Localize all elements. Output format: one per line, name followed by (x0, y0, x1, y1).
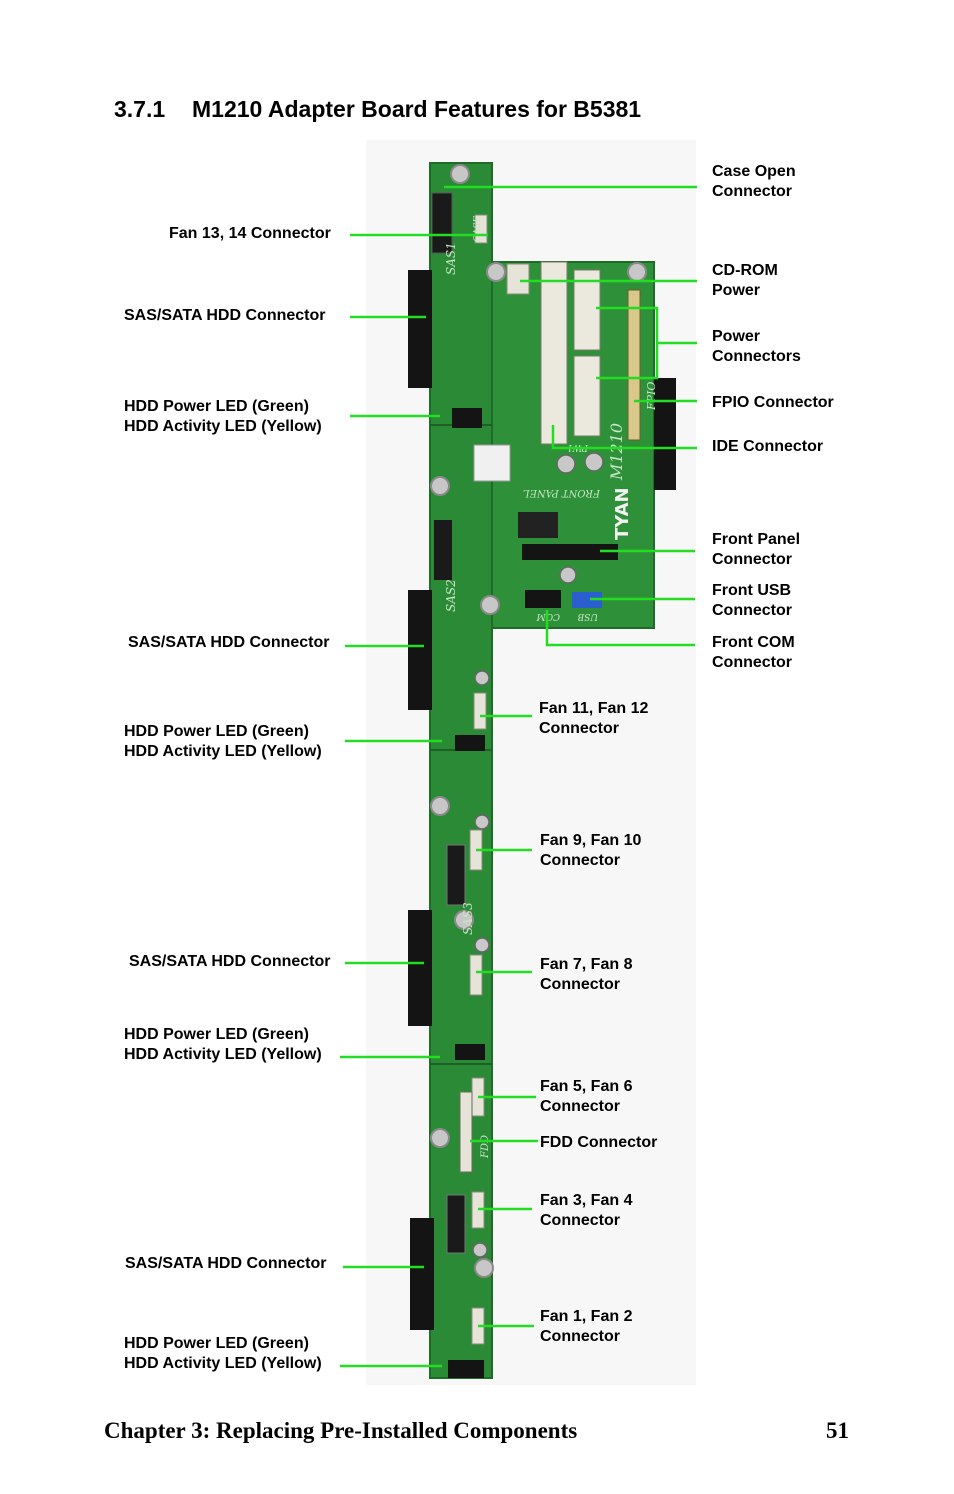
silk-case: CASE (473, 215, 483, 242)
front-com-header (525, 590, 561, 608)
power-connector-2 (573, 355, 601, 437)
silk-sas1: SAS1 (444, 242, 458, 275)
silk-front-panel: FRONT PANEL (523, 487, 601, 498)
sas-connector-1 (408, 192, 453, 388)
section-title: M1210 Adapter Board Features for B5381 (192, 96, 642, 122)
label-fpio: FPIO Connector (712, 394, 834, 411)
sas-connector-4 (410, 1194, 466, 1330)
label-ide: IDE Connector (712, 438, 824, 455)
jumper-block (473, 444, 511, 482)
front-panel-board (491, 261, 655, 629)
ide-connector (540, 261, 568, 445)
footer-chapter: Chapter 3: Replacing Pre-Installed Compo… (104, 1418, 578, 1443)
section-heading: 3.7.1 M1210 Adapter Board Features for B5… (114, 96, 641, 123)
silk-usb: USB (577, 611, 598, 621)
cdrom-power-connector (506, 263, 530, 295)
ic-chip (518, 512, 558, 538)
callout-front-com (545, 610, 695, 647)
fdd-connector (459, 1091, 473, 1173)
label-sas-2: SAS/SATA HDD Connector (128, 634, 330, 651)
label-led-3: HDD Power LED (Green)HDD Activity LED (Y… (124, 1026, 322, 1063)
front-usb-header (572, 592, 602, 608)
label-sas-1: SAS/SATA HDD Connector (124, 307, 326, 324)
power-connector-1 (573, 269, 601, 351)
front-panel-header (522, 544, 618, 560)
right-bracket (654, 378, 676, 490)
silk-sas2: SAS2 (444, 579, 458, 612)
callout-lines (340, 185, 697, 1368)
silk-fdd: FDD (480, 1135, 491, 1159)
callout-ide (551, 425, 697, 450)
label-sas-3: SAS/SATA HDD Connector (129, 953, 331, 970)
label-sas-4: SAS/SATA HDD Connector (125, 1255, 327, 1272)
label-led-1: HDD Power LED (Green)HDD Activity LED (Y… (124, 398, 322, 435)
silk-brand: TYAN (612, 487, 633, 540)
label-fdd: FDD Connector (540, 1134, 658, 1151)
sas-connector-2 (408, 520, 452, 710)
section-number: 3.7.1 (114, 96, 166, 122)
silk-model: M1210 (607, 423, 626, 481)
label-led-2: HDD Power LED (Green)HDD Activity LED (Y… (124, 723, 322, 760)
label-fan-13-14: Fan 13, 14 Connector (169, 225, 331, 242)
fpio-connector (627, 289, 641, 441)
silk-sas3: SAS3 (461, 902, 475, 935)
sas-connector-3 (408, 844, 466, 1026)
footer-page-number: 51 (826, 1418, 849, 1443)
label-led-4: HDD Power LED (Green)HDD Activity LED (Y… (124, 1335, 322, 1372)
silk-fpio: FPIO (645, 382, 658, 411)
